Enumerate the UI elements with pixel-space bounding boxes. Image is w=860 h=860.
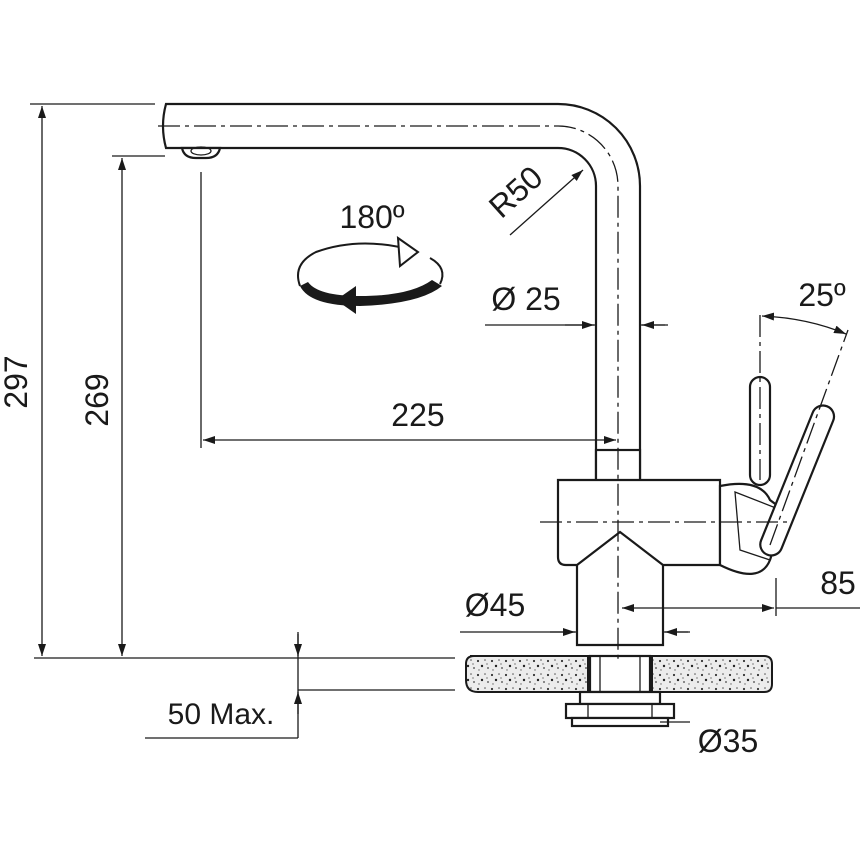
aerator xyxy=(180,146,222,160)
label-lever-offset: 85 xyxy=(820,565,856,601)
label-spout-diameter: Ø 25 xyxy=(491,281,560,317)
label-base-diameter: Ø45 xyxy=(465,587,525,623)
countertop xyxy=(465,655,773,693)
rotation-arrow-icon xyxy=(297,235,444,314)
label-swivel-angle: 180º xyxy=(339,199,404,235)
dimension-lines xyxy=(38,106,860,714)
label-spout-height: 269 xyxy=(79,373,115,426)
label-spout-reach: 225 xyxy=(391,397,444,433)
label-hole-diameter: Ø35 xyxy=(698,723,758,759)
label-lever-angle: 25º xyxy=(798,277,846,313)
spout xyxy=(161,102,642,484)
faucet xyxy=(161,102,836,647)
label-bend-radius: R50 xyxy=(482,159,550,225)
mounting-hardware xyxy=(564,654,676,728)
lever-tilted xyxy=(759,404,836,557)
centerlines xyxy=(158,125,849,660)
label-max-countertop: 50 Max. xyxy=(168,698,275,731)
label-total-height: 297 xyxy=(0,355,34,408)
